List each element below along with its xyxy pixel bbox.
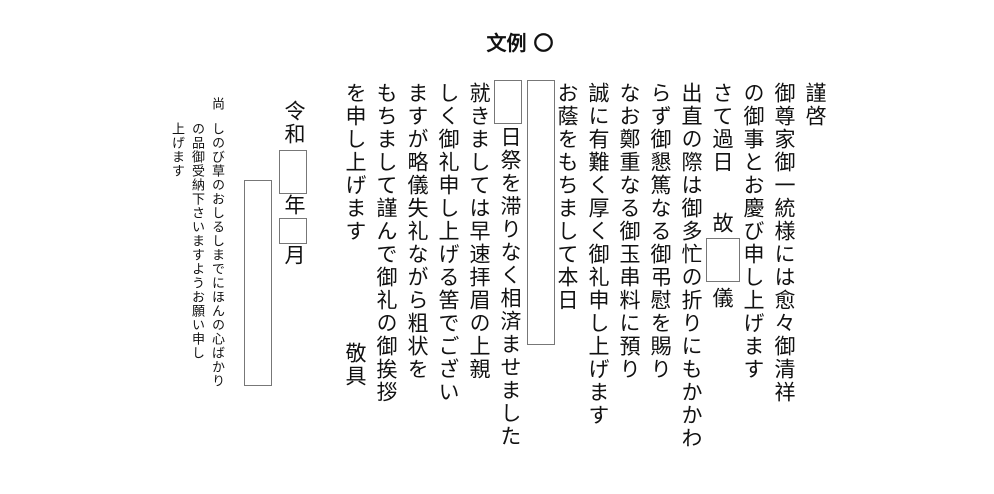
letter-opening: 謹啓 [803,82,827,128]
letter-line-2: の御事とお慶び申し上げます [741,82,765,381]
letter-line-8: お蔭をもちまして本日 [555,82,579,312]
month-blank-box [279,218,307,244]
day-count-box [494,80,522,124]
postscript-head: 尚 [209,97,224,111]
date-era: 令和 [282,100,306,146]
letter-line-3c: 儀 [710,287,734,310]
letter-closing: 敬具 [343,342,367,388]
postscript-line-1: しのび草のおしるしまでにほんの心ばかり [209,122,224,388]
letter-line-6: なお鄭重なる御玉串料に預り [617,82,641,381]
letter-line-14: を申し上げます [343,82,367,243]
letter-line-13: もちまして謹んで御礼の御挨拶 [374,82,398,404]
letter-line-1: 御尊家御一統様には愈々御清祥 [772,82,796,404]
year-blank-box [279,150,307,194]
letter-line-10: 就きましては早速拝眉の上親 [467,82,491,381]
postscript-line-2: の品御受納下さいますようお願い申し [189,122,204,360]
letter-line-12: ますが略儀失礼ながら粗状を [405,82,429,381]
date-blank-box [527,80,555,345]
letter-line-3b: 故 [710,212,734,235]
month-unit: 月 [282,244,306,267]
letter-line-3a: さて過日 [710,82,734,174]
letter-line-7: 誠に有難く厚く御礼申し上げます [586,82,610,427]
document-title: 文例 〇 [486,31,554,55]
letter-line-5: らず御懇篤なる御弔慰を賜り [648,82,672,381]
letter-line-4: 出直の際は御多忙の折りにもかかわ [679,82,703,450]
name-blank-box [706,238,740,282]
letter-line-9: 日祭を滞りなく相済ませました [498,126,522,448]
letter-line-11: しく御礼申し上げる筈でござい [436,82,460,404]
sender-blank-box [244,180,272,386]
year-unit: 年 [282,194,306,217]
postscript-line-3: 上げます [169,122,184,178]
